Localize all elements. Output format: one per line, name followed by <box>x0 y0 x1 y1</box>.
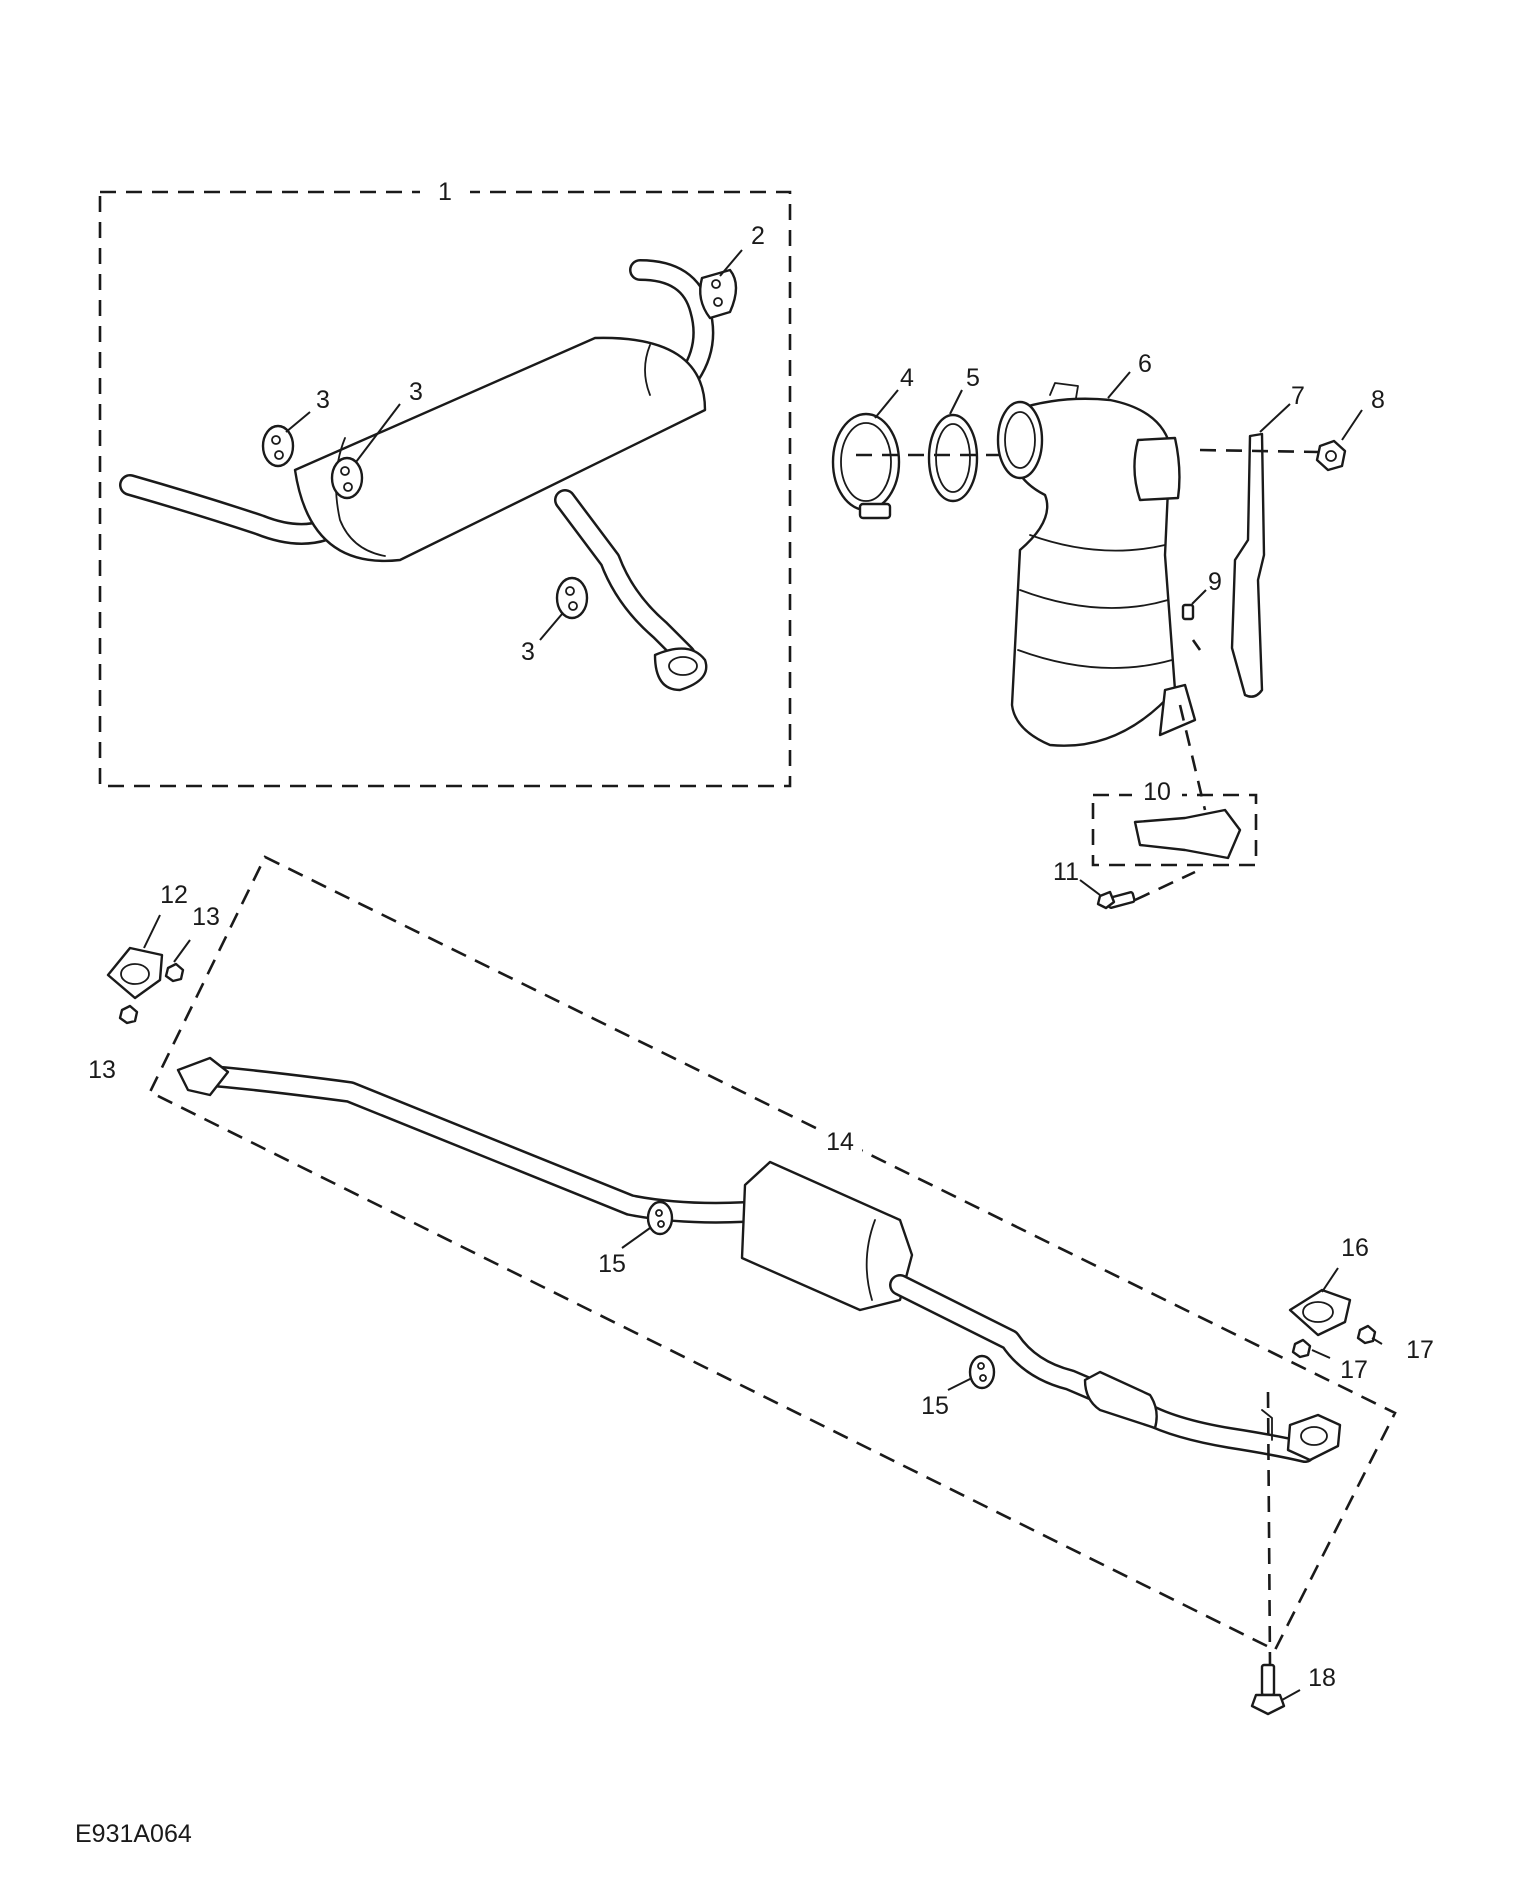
front-pipe-flange <box>176 1056 230 1097</box>
callout-7: 7 <box>1291 382 1305 410</box>
callout-3-lower: 3 <box>521 638 535 666</box>
bolt <box>1096 890 1136 910</box>
callout-3-upper-left: 3 <box>316 386 330 414</box>
callout-13-lower: 13 <box>88 1056 116 1084</box>
rear-flange-gasket <box>1288 1288 1352 1337</box>
callout-18: 18 <box>1308 1664 1336 1692</box>
callout-9: 9 <box>1208 568 1222 596</box>
flange-nut-right <box>1356 1324 1377 1345</box>
callout-4: 4 <box>900 364 914 392</box>
callout-15-rear: 15 <box>921 1392 949 1420</box>
converter-support-bracket <box>1230 432 1266 698</box>
callout-5: 5 <box>966 364 980 392</box>
callout-1: 1 <box>438 178 452 206</box>
callout-10: 10 <box>1143 778 1171 806</box>
rubber-insulator-upper-right <box>330 456 364 500</box>
flange-nut-left <box>1291 1338 1312 1359</box>
callout-14: 14 <box>826 1128 854 1156</box>
front-pipe-assembly: 14 <box>88 855 1434 1716</box>
group-14-boundary <box>148 855 1397 1652</box>
catalytic-converter <box>996 382 1197 747</box>
hanger-bracket <box>699 268 738 320</box>
callout-2: 2 <box>751 222 765 250</box>
callout-17-right: 17 <box>1406 1336 1434 1364</box>
callout-15-front: 15 <box>598 1250 626 1278</box>
figure-reference: E931A064 <box>75 1820 192 1848</box>
callout-16: 16 <box>1341 1234 1369 1262</box>
flange-nut-upper <box>164 962 185 983</box>
gasket <box>927 413 979 503</box>
stud <box>1181 603 1195 621</box>
rubber-insulator-rear <box>968 1354 996 1390</box>
rubber-insulator-lower <box>555 576 589 620</box>
callout-11: 11 <box>1053 858 1079 886</box>
rubber-insulator-upper-left <box>261 424 295 468</box>
rear-silencer <box>293 336 707 563</box>
resonator <box>1083 1370 1158 1430</box>
front-flange-gasket <box>106 946 164 1000</box>
mounting-bolt <box>1250 1663 1286 1716</box>
callout-17-left: 17 <box>1340 1356 1368 1384</box>
callout-6: 6 <box>1138 350 1152 378</box>
rear-pipe-flange <box>1286 1413 1342 1462</box>
catalytic-converter-group: 4 5 6 7 8 9 10 11 <box>831 350 1385 910</box>
flange-nut-lower <box>118 1004 139 1025</box>
rubber-insulator-front <box>646 1200 674 1236</box>
mounting-bracket <box>1133 808 1242 860</box>
callout-13-upper: 13 <box>192 903 220 931</box>
silencer-inlet-flange <box>653 647 708 692</box>
nut <box>1315 439 1347 472</box>
rear-silencer-assembly: 1 <box>98 176 792 788</box>
callout-8: 8 <box>1371 386 1385 414</box>
callout-3-upper-right: 3 <box>409 378 423 406</box>
clamp <box>831 412 901 520</box>
centre-silencer <box>740 1160 914 1312</box>
callout-12: 12 <box>160 881 188 909</box>
